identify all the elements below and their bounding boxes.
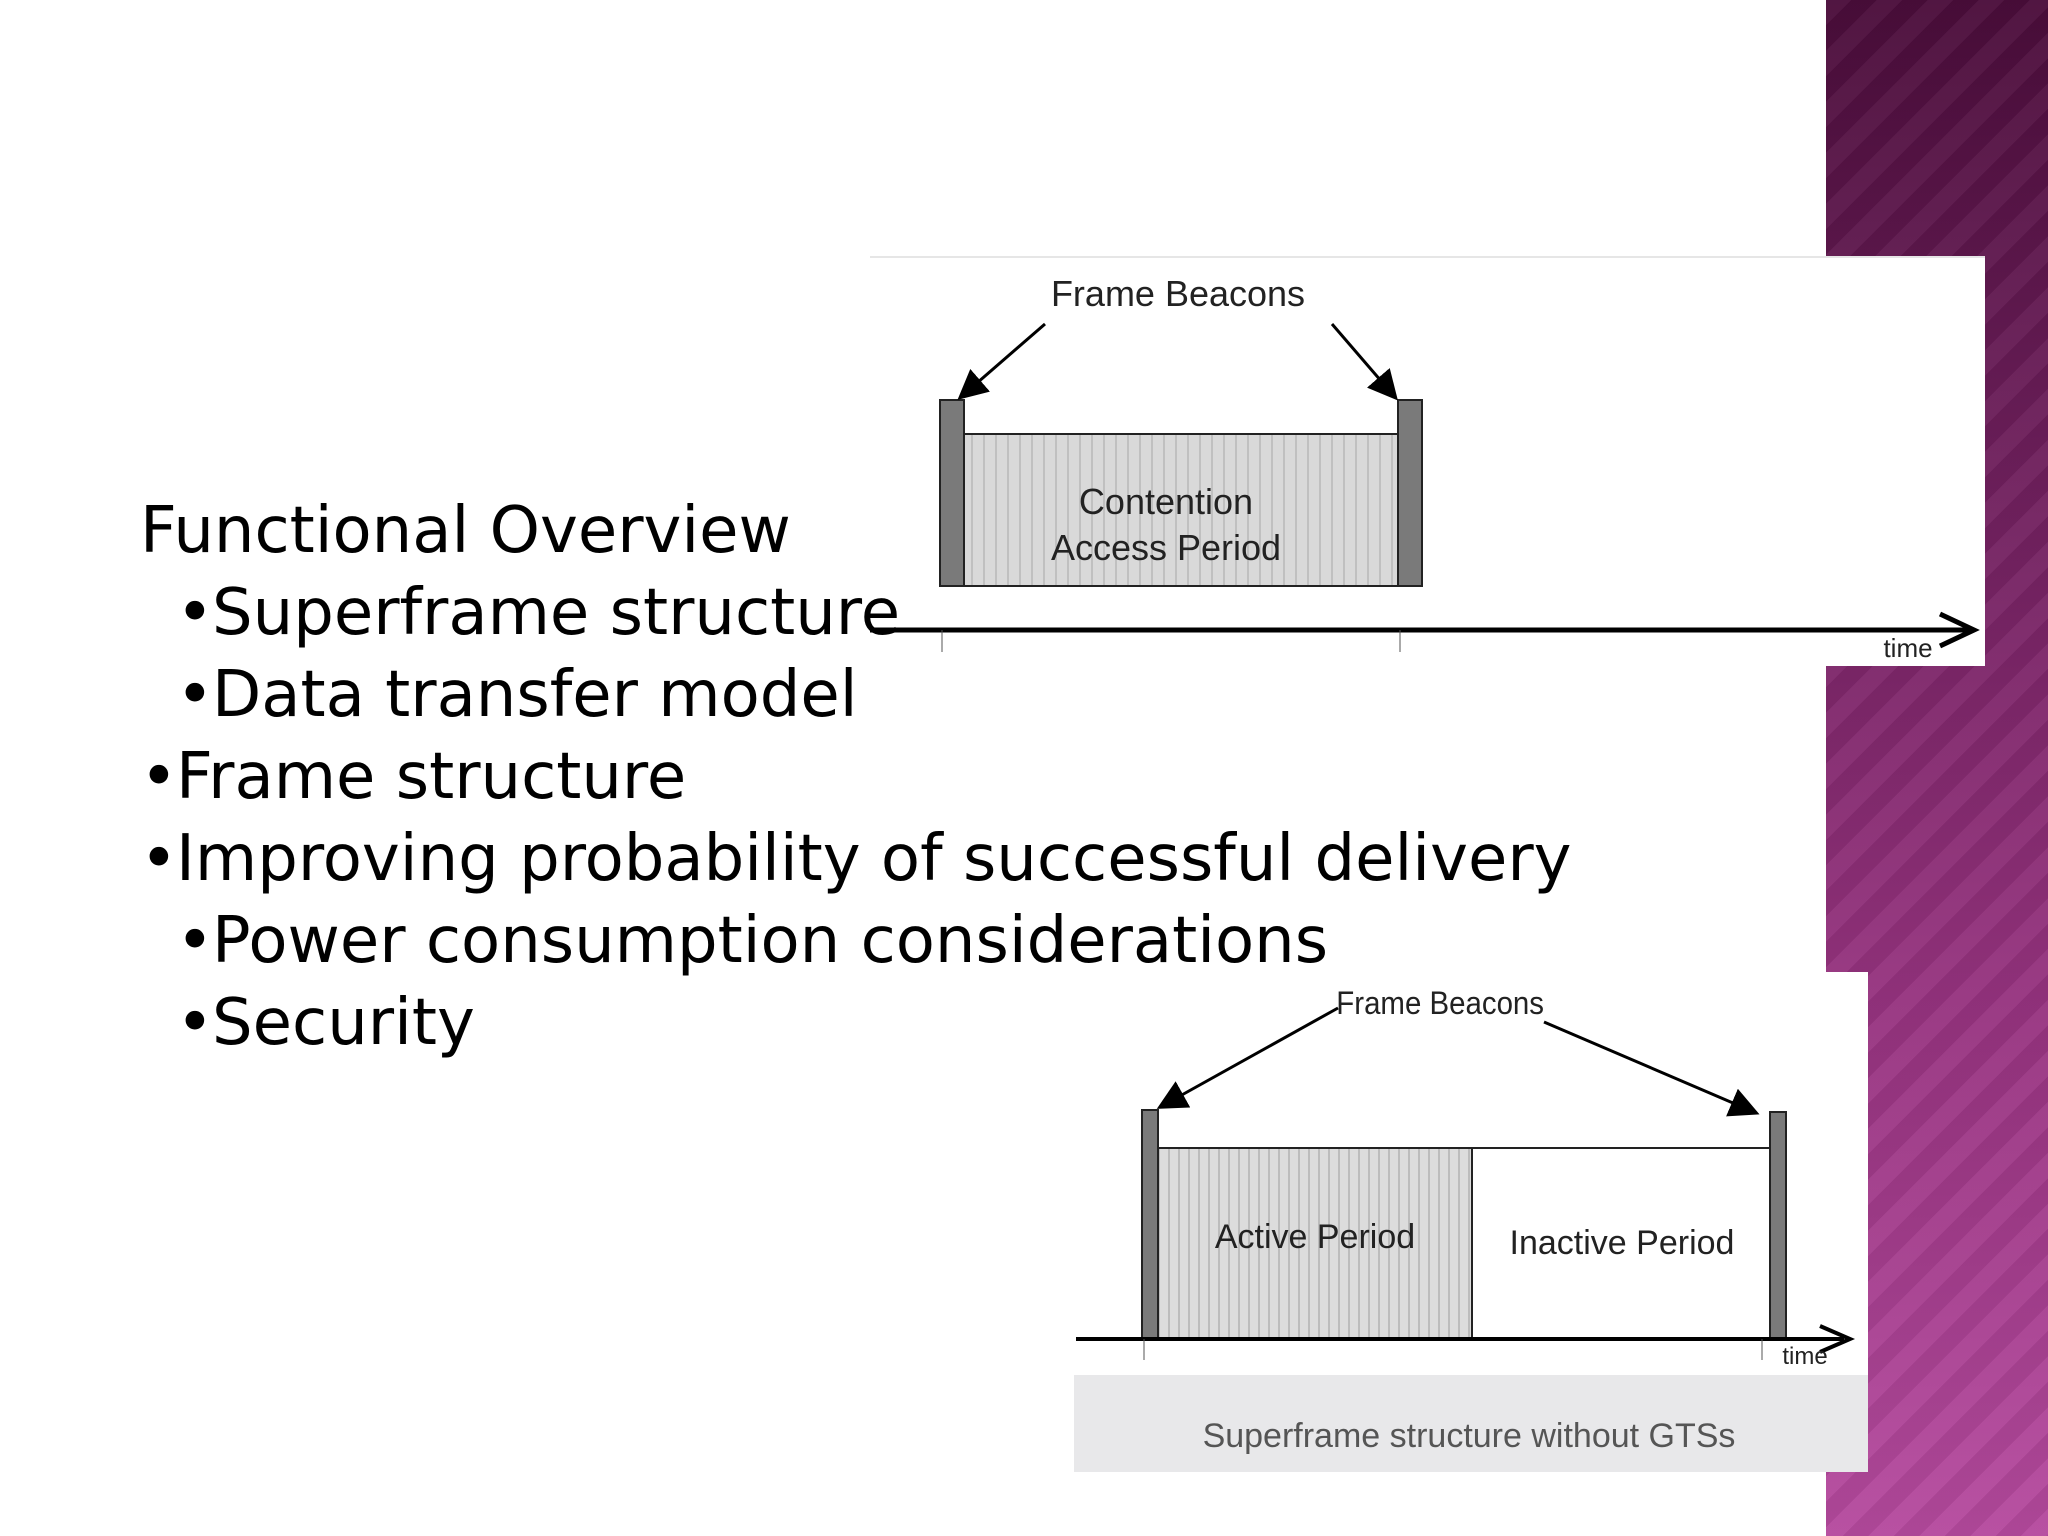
outline-item-text: Superframe structure bbox=[212, 576, 901, 650]
contention-label-line2: Access Period bbox=[1051, 527, 1281, 568]
superframe-diagram-bottom-svg: Frame Beacons Active Period Inactive Per… bbox=[1076, 985, 1856, 1370]
bullet-glyph: • bbox=[140, 822, 178, 896]
time-axis-arrowhead bbox=[1819, 1324, 1856, 1354]
outline-item-power: •Power consumption considerations bbox=[140, 900, 1640, 982]
time-axis-label: time bbox=[1782, 1343, 1827, 1370]
superframe-diagram-top-svg: Frame Beacons Contention Access Period t… bbox=[870, 273, 1980, 663]
outline-item-delivery: •Improving probability of successful del… bbox=[140, 818, 1640, 900]
outline-item-text: Improving probability of successful deli… bbox=[176, 822, 1572, 896]
outline-item-text: Security bbox=[212, 986, 475, 1060]
outline-item-data-transfer: •Data transfer model bbox=[140, 654, 1640, 736]
inactive-period-label: Inactive Period bbox=[1510, 1224, 1735, 1262]
time-axis-arrowhead bbox=[1938, 611, 1980, 649]
frame-beacons-label: Frame Beacons bbox=[1336, 985, 1544, 1021]
frame-beacons-label: Frame Beacons bbox=[1051, 273, 1305, 314]
inactive-period-block bbox=[1471, 1147, 1783, 1339]
outline-item-superframe: •Superframe structure bbox=[140, 572, 1640, 654]
outline-item-text: Power consumption considerations bbox=[212, 904, 1329, 978]
bullet-glyph: • bbox=[176, 904, 214, 978]
frame-beacon-right bbox=[1397, 399, 1423, 587]
beacon-arrow-right bbox=[1543, 1020, 1760, 1117]
figure-caption-svg: Superframe structure without GTSs bbox=[1203, 1417, 1736, 1455]
bullet-glyph: • bbox=[176, 986, 214, 1060]
figure-caption: Superframe structure without GTSs bbox=[1203, 1417, 1736, 1455]
superframe-diagram-bottom: Frame Beacons Active Period Inactive Per… bbox=[1074, 972, 1868, 1472]
outline-item-frame-structure: •Frame structure bbox=[140, 736, 1640, 818]
slide-outline: Functional Overview •Superframe structur… bbox=[140, 490, 1640, 1064]
frame-beacon-left bbox=[939, 399, 965, 587]
outline-item-security: •Security bbox=[140, 982, 1640, 1064]
outline-item-text: Data transfer model bbox=[212, 658, 858, 732]
beacon-arrow-left bbox=[957, 322, 1046, 400]
contention-label-line1: Contention bbox=[1079, 481, 1253, 522]
frame-beacon-left bbox=[1141, 1109, 1159, 1339]
bullet-glyph: • bbox=[176, 658, 214, 732]
time-axis-label: time bbox=[1883, 633, 1932, 663]
bullet-glyph: • bbox=[140, 740, 178, 814]
frame-beacon-right bbox=[1769, 1111, 1787, 1339]
beacon-arrow-right bbox=[1330, 323, 1398, 401]
outline-item-text: Frame structure bbox=[176, 740, 687, 814]
active-period-label: Active Period bbox=[1215, 1218, 1415, 1256]
figure-caption-bar: Superframe structure without GTSs bbox=[1074, 1375, 1868, 1472]
superframe-diagram-top: Frame Beacons Contention Access Period t… bbox=[870, 256, 1985, 666]
bullet-glyph: • bbox=[176, 576, 214, 650]
outline-heading: Functional Overview bbox=[140, 494, 791, 568]
beacon-arrow-left bbox=[1156, 1006, 1339, 1109]
